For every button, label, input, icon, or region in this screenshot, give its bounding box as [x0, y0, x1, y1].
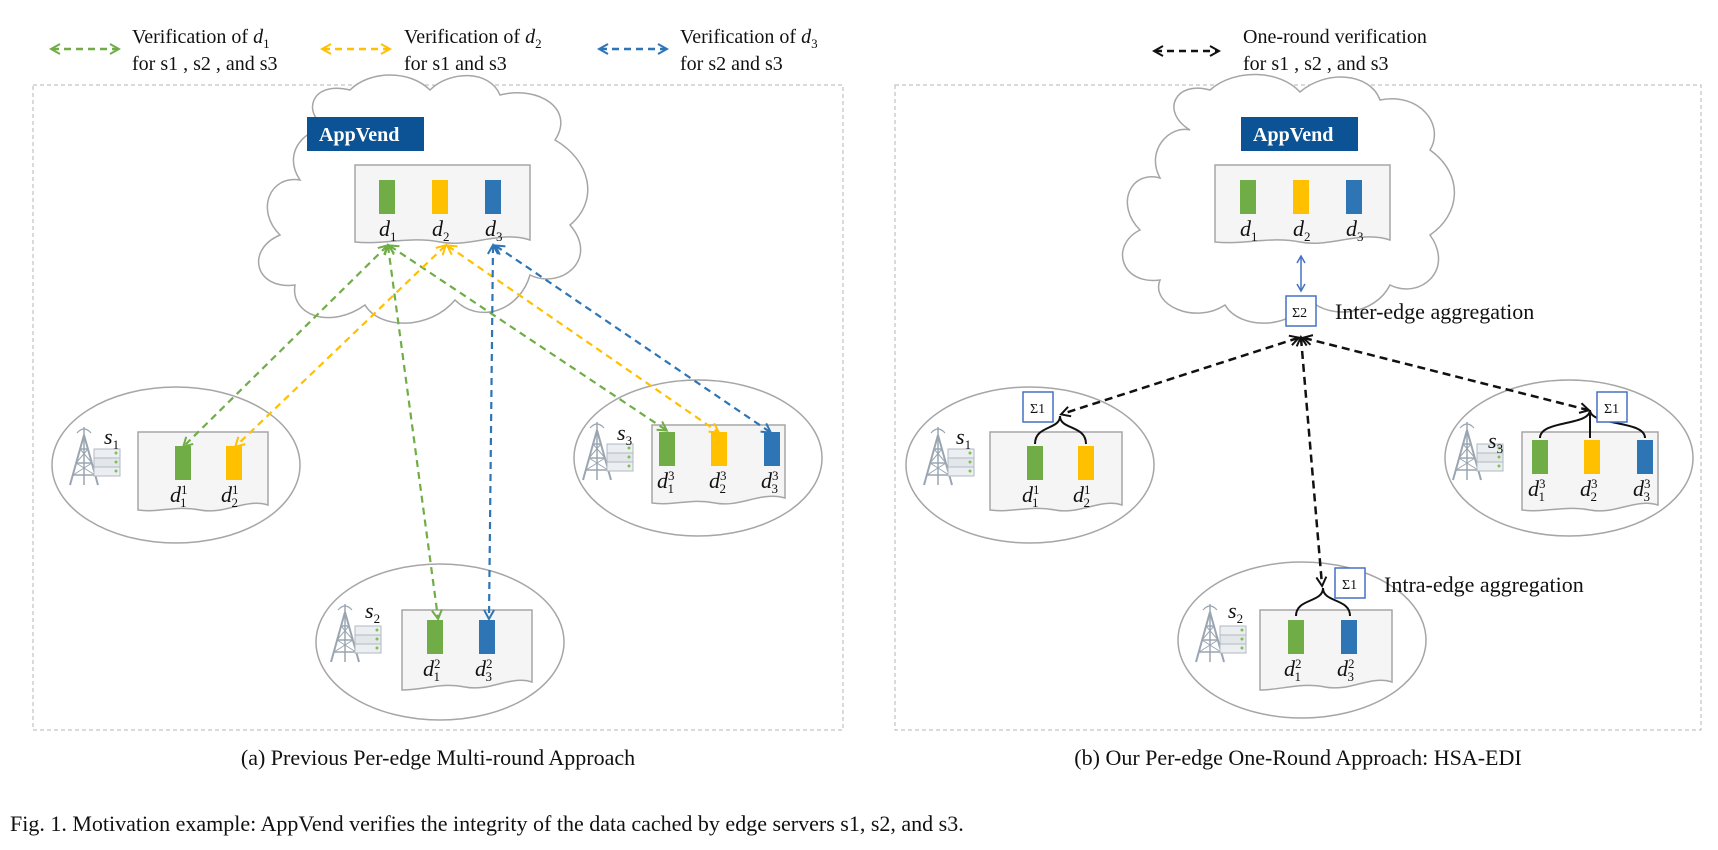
sigma1-box-s3 [1596, 391, 1628, 423]
block-d1-s3-a [659, 432, 675, 466]
block-d3-s3-a [764, 432, 780, 466]
arrow-d2-s1 [236, 246, 445, 446]
legend-one-round-line1: One-round verification [1243, 26, 1427, 48]
intra-edge-annotation: Intra-edge aggregation [1384, 572, 1584, 597]
arrow-d2-s3 [448, 246, 718, 432]
block-d1-s2-a [427, 620, 443, 654]
arrow-one-round-s1 [1062, 338, 1298, 414]
appvend-text-b: AppVend [1253, 124, 1333, 146]
caption-a: (a) Previous Per-edge Multi-round Approa… [241, 745, 635, 770]
block-d1-cloud-a [379, 180, 395, 214]
legend-d3-line1: Verification of d3 [680, 26, 818, 51]
appvend-text-a: AppVend [319, 124, 399, 146]
panel-b: AppVend d1 d2 d3 Σ2 Inter-edge aggregati… [894, 73, 1702, 731]
caption-b: (b) Our Per-edge One-Round Approach: HSA… [1074, 745, 1521, 770]
figure-caption: Fig. 1. Motivation example: AppVend veri… [10, 811, 964, 836]
edge-document-s2-b [1259, 609, 1393, 691]
legend-d1-line1: Verification of d1 [132, 26, 270, 51]
block-d2-s1-b [1078, 446, 1094, 480]
block-d1-s1-b [1027, 446, 1043, 480]
legend-item-d1: Verification of d1 for s1 , s2 , and s3 [52, 26, 278, 75]
block-d1-s2-b [1288, 620, 1304, 654]
sigma1-box-s2 [1334, 567, 1366, 599]
legend-item-d2: Verification of d2 for s1 and s3 [323, 26, 542, 75]
block-d2-s3-b [1584, 440, 1600, 474]
block-d2-s1-a [226, 446, 242, 480]
edge-document-s1-a [137, 431, 269, 512]
edge-document-s2-a [401, 609, 533, 691]
legend-d2-line2: for s1 and s3 [404, 53, 507, 75]
block-d3-s2-a [479, 620, 495, 654]
appvend-label-b [1241, 117, 1358, 151]
legend-d3-line2: for s2 and s3 [680, 53, 783, 75]
legend-d1-line2: for s1 , s2 , and s3 [132, 53, 278, 75]
edge-document-s1-b [989, 431, 1123, 512]
legend-item-d3: Verification of d3 for s2 and s3 [600, 26, 818, 75]
arrow-one-round-s2 [1301, 338, 1322, 585]
block-d1-s3-b [1532, 440, 1548, 474]
block-d3-cloud-b [1346, 180, 1362, 214]
inter-edge-annotation: Inter-edge aggregation [1335, 299, 1534, 324]
sigma2-box [1285, 295, 1317, 327]
sigma2-label: Σ2 [1292, 306, 1307, 321]
block-d1-s1-a [175, 446, 191, 480]
legend-item-one-round: One-round verification for s1 , s2 , and… [1155, 26, 1427, 75]
block-d2-s3-a [711, 432, 727, 466]
sigma1-label-s2: Σ1 [1342, 578, 1357, 593]
block-d2-cloud-a [432, 180, 448, 214]
block-d3-s2-b [1341, 620, 1357, 654]
sigma1-label-s1: Σ1 [1030, 402, 1045, 417]
panel-b-frame [894, 84, 1702, 731]
arrow-d3-s2 [489, 246, 493, 618]
sigma1-label-s3: Σ1 [1604, 402, 1619, 417]
sigma1-box-s1 [1022, 391, 1054, 423]
arrow-one-round-s3 [1304, 338, 1588, 410]
appvend-label-a [307, 117, 424, 151]
block-d3-s3-b [1637, 440, 1653, 474]
block-d3-cloud-a [485, 180, 501, 214]
legend-d2-line1: Verification of d2 [404, 26, 542, 51]
legend-one-round-line2: for s1 , s2 , and s3 [1243, 53, 1389, 75]
legend: Verification of d1 for s1 , s2 , and s3 … [52, 26, 1427, 75]
block-d2-cloud-b [1293, 180, 1309, 214]
block-d1-cloud-b [1240, 180, 1256, 214]
